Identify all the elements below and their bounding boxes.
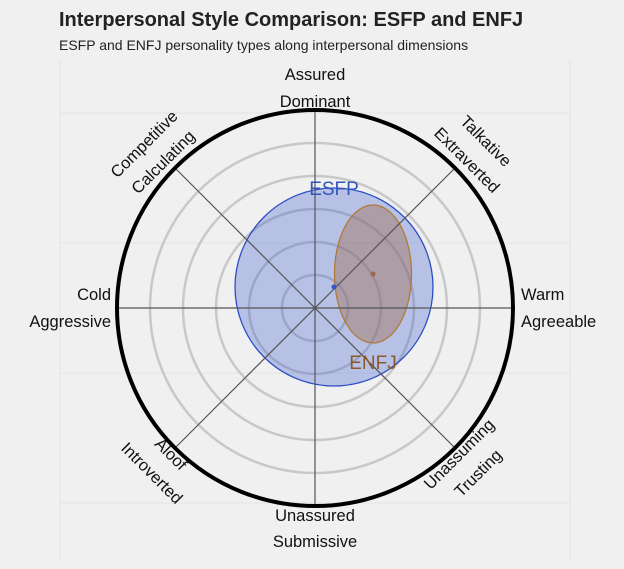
enfj-center-dot xyxy=(370,271,376,277)
axis-label-assured: Assured xyxy=(285,66,346,84)
chart-title: Interpersonal Style Comparison: ESFP and… xyxy=(59,9,524,31)
axis-label-aggressive: Aggressive xyxy=(29,313,111,331)
axis-label-warm: Warm xyxy=(521,286,564,304)
axis-label-cold: Cold xyxy=(77,286,111,304)
axis-label-agreeable: Agreeable xyxy=(521,313,596,331)
axis-label-submissive: Submissive xyxy=(273,533,357,551)
axis-lines xyxy=(117,110,513,506)
enfj-label: ENFJ xyxy=(349,353,397,374)
axis-label-dominant: Dominant xyxy=(280,93,351,111)
esfp-label: ESFP xyxy=(309,179,359,200)
outer-ring xyxy=(115,108,515,508)
chart-subtitle: ESFP and ENFJ personality types along in… xyxy=(59,37,469,53)
axis-label-unassured: Unassured xyxy=(275,507,355,525)
esfp-center-dot xyxy=(331,284,337,290)
